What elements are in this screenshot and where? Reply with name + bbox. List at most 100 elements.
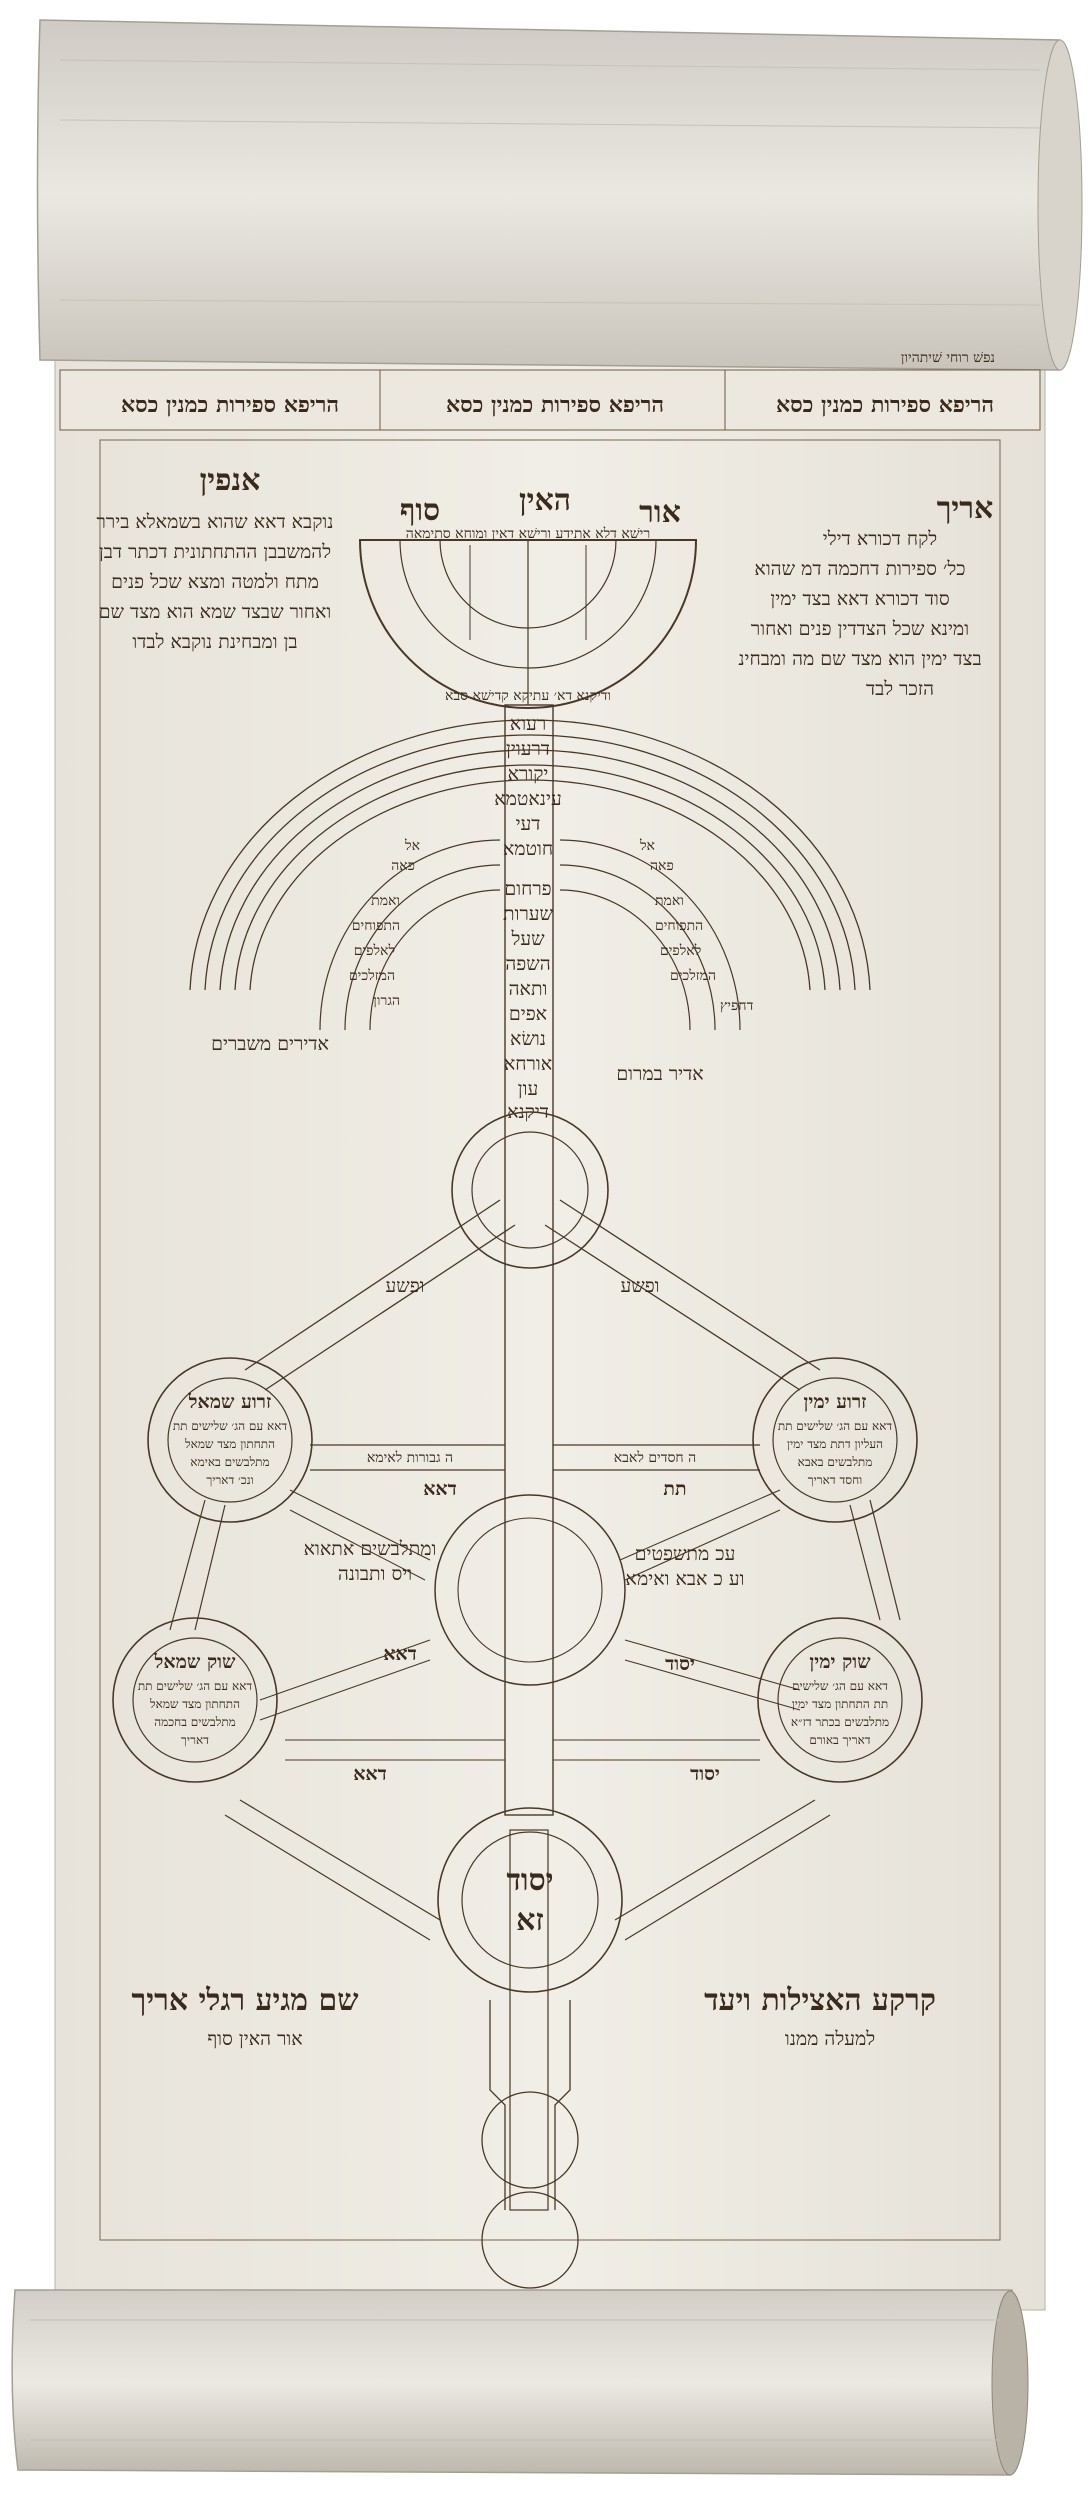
bottom-right-line-1: קרקע האצילות ויעד [704, 1983, 936, 2018]
left-arm-line-4: ונכ׳ דאריך [206, 1473, 253, 1487]
column-word-2: דרעוין [506, 738, 550, 760]
header-corner-note: נפשׁ רוחי שׁיתהיון [901, 350, 995, 366]
right-arm-line-2: העליון דתת מצד ימין [787, 1437, 883, 1451]
right-leg-line-2: תת התחתון מצד ימין [792, 1697, 889, 1711]
connecting-paths [169, 1199, 901, 1941]
column-word-13: נושׂא [510, 1028, 546, 1050]
right-inner-6: המזלכים [670, 968, 716, 984]
left-arm-line-3: מתלבשים באימא [190, 1455, 269, 1469]
arich-line-3: סוד דכורא דאא בצד ימין [770, 588, 949, 610]
label-mishpatim: עכ מתשפטים [635, 1543, 736, 1565]
column-word-7: פרחום [504, 878, 551, 900]
top-roll [36, 19, 1083, 371]
column-word-10: השפה [505, 953, 550, 975]
right-leg-line-1: דאא עם הג׳ שלישים [792, 1679, 888, 1693]
left-inner-6: המזלכים [349, 968, 395, 984]
label-mitlabshim: ומתלבשים אתאוא [304, 1538, 437, 1560]
column-word-5: דעי [516, 813, 541, 835]
arich-line-5: בצד ימין הוא מצד שם מה ומבחינ [738, 648, 981, 670]
parchment-sheet [54, 359, 1046, 2311]
column-word-3: יקורא [508, 763, 549, 785]
right-leg-circle: שוק ימין דאא עם הג׳ שלישים תת התחתון מצד… [757, 1617, 923, 1783]
left-leg-line-4: דאריך [181, 1733, 209, 1747]
label-vpesha-left: ופשע [385, 1275, 424, 1297]
anpin-line-2: להמשבבן ההתחתונית דכתר דבן [99, 541, 331, 563]
label-vpesha-right: ופשע [620, 1275, 659, 1297]
bottom-left-line-1: שם מגיע רגלי אריך [132, 1983, 359, 2018]
left-leg-title: שוק שמאל [154, 1651, 236, 1673]
left-inner-4: התפוחים [352, 918, 400, 934]
column-word-15: עון [518, 1078, 538, 1100]
right-arm-line-3: מתלבשים באבא [798, 1455, 873, 1469]
central-column [504, 704, 554, 2211]
diagram-labels: ופשע ופשע דאא דאא דאא תת יסוד יסוד ומתלב… [304, 1275, 745, 1785]
right-arm-circle: זרוע ימין דאא עם הג׳ שלישים תת העליון דת… [752, 1357, 918, 1523]
header-title-mid: הריפא ספירות כמנין כסא [446, 392, 664, 418]
column-words: רעוא דרעוין יקורא עינאטמא דעי חוטמא פרחו… [494, 713, 561, 1123]
label-vis: ויס ותבונה [338, 1563, 412, 1585]
right-leg-line-3: מתלבשים בכתר דז״א [791, 1715, 889, 1729]
left-arm-title: זרוע שמאל [188, 1391, 272, 1413]
bottom-captions: קרקע האצילות ויעד למעלה ממנו שם מגיע רגל… [132, 1983, 936, 2050]
left-arc-label: אדירים משברים [211, 1033, 329, 1055]
crown-ohr: אור [639, 495, 681, 530]
crown-semicircle: אור האין סוף רישׁא דלא אתידע ורישׁא דאין… [358, 483, 698, 709]
beard-inner-right: אל פאה ואמת התפוחים לאלפים המזלכים דחפיץ [639, 838, 754, 1014]
inner-frame [99, 439, 1001, 2241]
bottom-roll [11, 2289, 1029, 2476]
column-word-1: רעוא [510, 713, 546, 735]
label-tat: תת [663, 1478, 686, 1500]
right-leg-title: שוק ימין [809, 1651, 871, 1673]
bottom-left-line-2: אור האין סוף [207, 2028, 302, 2050]
crown-line: רישׁא דלא אתידע ורישׁא דאין ומוחא סתימאה [406, 526, 650, 542]
column-word-12: אפים [509, 1003, 547, 1025]
left-inner-2: פאה [391, 858, 415, 874]
head-circle [451, 1111, 609, 1269]
label-yesod-2: יסוד [690, 1763, 720, 1785]
header-title-left: הריפא ספירות כמנין כסא [121, 392, 339, 418]
arich-line-2: כל׳ ספירות דחכמה דמ שהוא [754, 558, 965, 580]
column-word-4: עינאטמא [494, 788, 561, 810]
column-word-8: שערות [503, 903, 554, 925]
right-inner-1: אל [639, 838, 655, 854]
label-gvurot: ה גבורות לאימא [367, 1450, 453, 1466]
left-arm-circle: זרוע שמאל דאא עם הג׳ שלישים תת התחתון מצ… [147, 1357, 313, 1523]
column-word-6: חוטמא [503, 838, 553, 860]
left-leg-line-1: דאא עם הג׳ שלישים תת [138, 1679, 253, 1693]
crown-haein: האין [519, 483, 571, 518]
header-title-right: הריפא ספירות כמנין כסא [776, 392, 994, 418]
right-arm-line-1: דאא עם הג׳ שלישים תת [778, 1419, 893, 1433]
arich-title: אריך [937, 491, 994, 526]
anpin-paragraph: נוקבא דאא שהוא בשמאלא בירר להמשבבן ההתחת… [97, 511, 334, 653]
bottom-right-line-2: למעלה ממנו [785, 2028, 875, 2050]
left-arm-line-1: דאא עם הג׳ שלישים תת [173, 1419, 288, 1433]
arich-paragraph: לקח דכורא דילי כל׳ ספירות דחכמה דמ שהוא … [738, 528, 981, 700]
right-inner-2: פאה [650, 858, 674, 874]
beard-inner-left: אל פאה ואמת התפוחים לאלפים המזלכים הגרון [349, 838, 420, 1009]
anpin-line-3: מתח ולמטה ומצא שכל פנים [111, 571, 319, 593]
right-arm-title: זרוע ימין [804, 1391, 867, 1413]
left-leg-line-3: מתלבשים בחכמה [154, 1715, 236, 1729]
column-word-11: ותאה [509, 978, 548, 1000]
label-daa-1: דאא [423, 1478, 457, 1500]
arich-line-4: ומינא שכל הצדדין פנים ואחור [751, 618, 969, 640]
right-inner-5: לאלפים [660, 943, 701, 959]
label-daa-2: דאא [383, 1643, 417, 1665]
beard-arcs: אדיר במרום אדירים משברים [189, 719, 871, 1085]
right-arc-label: אדיר במרום [616, 1063, 703, 1085]
column-word-14: אורחא [504, 1053, 552, 1075]
anpin-line-4: ואחור שבצד שמא הוא מצד שם [99, 601, 332, 623]
right-inner-4: התפוחים [655, 918, 703, 934]
left-inner-3: ואמת [371, 893, 400, 909]
left-arm-line-2: התחתון מצד שמאל [184, 1437, 275, 1451]
left-inner-7: הגרון [373, 993, 400, 1009]
left-inner-5: לאלפים [354, 943, 395, 959]
label-abba-imma: וע כ אבא ואימא [626, 1568, 745, 1590]
right-inner-3: ואמת [655, 893, 684, 909]
lower-trunk [481, 2000, 579, 2289]
column-word-9: שעל [510, 928, 545, 950]
crown-sof: סוף [400, 493, 440, 528]
left-leg-line-2: התחתון מצד שמאל [149, 1697, 240, 1711]
yesod-title: יסוד [506, 1863, 553, 1898]
